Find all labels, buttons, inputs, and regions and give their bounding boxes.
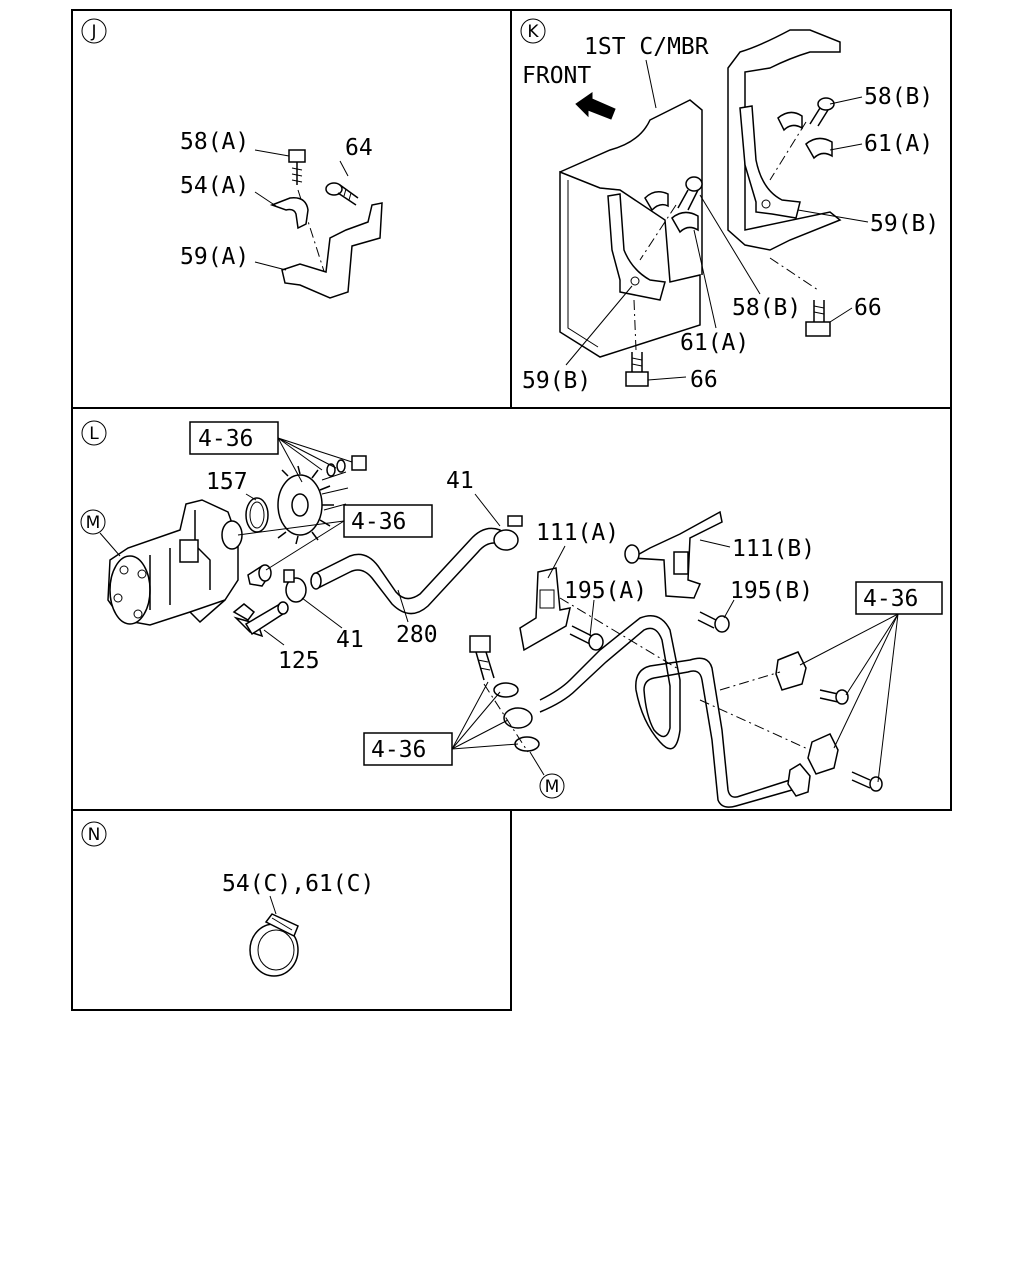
bracket-111a-drawing bbox=[519, 567, 571, 652]
label-crossmember: 1ST C/MBR bbox=[584, 34, 709, 60]
panel-l: L 4-36 4-36 4-36 4-36 bbox=[80, 420, 943, 808]
label-111b: 111(B) bbox=[732, 536, 815, 562]
bolt-58a-drawing bbox=[288, 149, 306, 185]
bolt-66-right-drawing bbox=[805, 300, 831, 337]
label-41-bottom: 41 bbox=[336, 627, 364, 653]
pipe-clamp-upper bbox=[775, 651, 849, 705]
marker-m-top bbox=[80, 509, 106, 535]
label-59b-left: 59(B) bbox=[522, 368, 591, 394]
pipe-clamp-lower bbox=[807, 733, 883, 792]
front-arrow-icon bbox=[575, 92, 616, 120]
clamp-61a-right-2 bbox=[805, 137, 833, 160]
label-58b-mid: 58(B) bbox=[732, 295, 801, 321]
clamp-54a-drawing bbox=[269, 197, 309, 230]
label-280: 280 bbox=[396, 622, 438, 648]
pulley-fan-drawing bbox=[277, 465, 349, 545]
section-letter-j: J bbox=[90, 22, 96, 42]
bracket-59b-left bbox=[607, 193, 666, 301]
label-125: 125 bbox=[278, 648, 320, 674]
ref-label-3: 4-36 bbox=[863, 586, 918, 612]
bolt-195a-drawing bbox=[569, 625, 604, 651]
ref-box-1 bbox=[189, 421, 279, 455]
bolt-64-drawing bbox=[325, 182, 359, 206]
panel-frames bbox=[71, 9, 952, 1011]
hose-280-drawing bbox=[313, 527, 501, 615]
ref-label-1: 4-36 bbox=[198, 426, 253, 452]
marker-m-top-letter: M bbox=[86, 513, 101, 533]
section-marker-k bbox=[520, 18, 546, 44]
pump-drawing bbox=[107, 499, 243, 626]
clamp-41-top-drawing bbox=[493, 515, 523, 551]
ref-label-4: 4-36 bbox=[371, 737, 426, 763]
clamp-61a-right-1 bbox=[777, 111, 803, 132]
label-66-right: 66 bbox=[854, 295, 882, 321]
label-59b-right: 59(B) bbox=[870, 211, 939, 237]
ref-box-3 bbox=[855, 581, 943, 615]
label-59a: 59(A) bbox=[180, 244, 249, 270]
pipe-125-drawing bbox=[232, 601, 289, 638]
label-41-top: 41 bbox=[446, 468, 474, 494]
bracket-59b-right bbox=[739, 105, 801, 219]
label-54c-61c: 54(C),61(C) bbox=[222, 871, 374, 897]
banjo-fitting bbox=[503, 707, 533, 729]
steel-pipe-drawing bbox=[539, 615, 791, 798]
clamp-61a-left-1 bbox=[644, 191, 669, 212]
bolt-66-bottom-drawing bbox=[625, 352, 649, 387]
frame-channel-right bbox=[727, 29, 842, 251]
label-54a: 54(A) bbox=[180, 173, 249, 199]
clamp-41-lower-drawing bbox=[283, 569, 307, 603]
bolt-195b-drawing bbox=[697, 611, 730, 633]
label-195a: 195(A) bbox=[564, 578, 647, 604]
marker-m-bottom-letter: M bbox=[545, 777, 560, 797]
bracket-59a-drawing bbox=[281, 202, 383, 299]
bolt-58b-mid-drawing bbox=[677, 176, 703, 211]
section-letter-n: N bbox=[88, 825, 101, 845]
washer-bottom bbox=[514, 736, 540, 752]
section-marker-n bbox=[81, 821, 107, 847]
label-58a: 58(A) bbox=[180, 129, 249, 155]
section-marker-j bbox=[81, 18, 107, 44]
panel-n-frame bbox=[71, 809, 512, 1011]
label-64: 64 bbox=[345, 135, 373, 161]
washer-top bbox=[493, 682, 519, 698]
section-marker-l bbox=[81, 420, 107, 446]
bolt-58b-top-drawing bbox=[809, 97, 835, 127]
label-66-bottom: 66 bbox=[690, 367, 718, 393]
fitting-drawing bbox=[247, 564, 272, 587]
panel-j: J 58(A) 64 54(A) 59(A) bbox=[81, 18, 383, 299]
marker-m-bottom bbox=[539, 773, 565, 799]
panel-n: N 54(C),61(C) bbox=[81, 821, 374, 977]
banjo-bolt-drawing bbox=[469, 635, 495, 681]
section-letter-k: K bbox=[527, 22, 539, 42]
hose-clamp-drawing bbox=[249, 913, 299, 977]
label-111a: 111(A) bbox=[536, 520, 619, 546]
label-front: FRONT bbox=[522, 63, 591, 89]
pipe-fitting-end bbox=[787, 763, 811, 797]
label-61a-top: 61(A) bbox=[864, 131, 933, 157]
label-61a-mid: 61(A) bbox=[680, 330, 749, 356]
clamp-61a-left-2 bbox=[671, 211, 699, 234]
ring-157-drawing bbox=[245, 497, 269, 533]
section-letter-l: L bbox=[89, 424, 99, 444]
label-157: 157 bbox=[206, 469, 248, 495]
ref-label-2: 4-36 bbox=[351, 509, 406, 535]
nut-washer-drawing bbox=[326, 455, 367, 477]
label-58b-top: 58(B) bbox=[864, 84, 933, 110]
ref-box-2 bbox=[343, 504, 433, 538]
panel-k: K 1ST C/MBR FRONT bbox=[520, 18, 939, 394]
label-195b: 195(B) bbox=[730, 578, 813, 604]
